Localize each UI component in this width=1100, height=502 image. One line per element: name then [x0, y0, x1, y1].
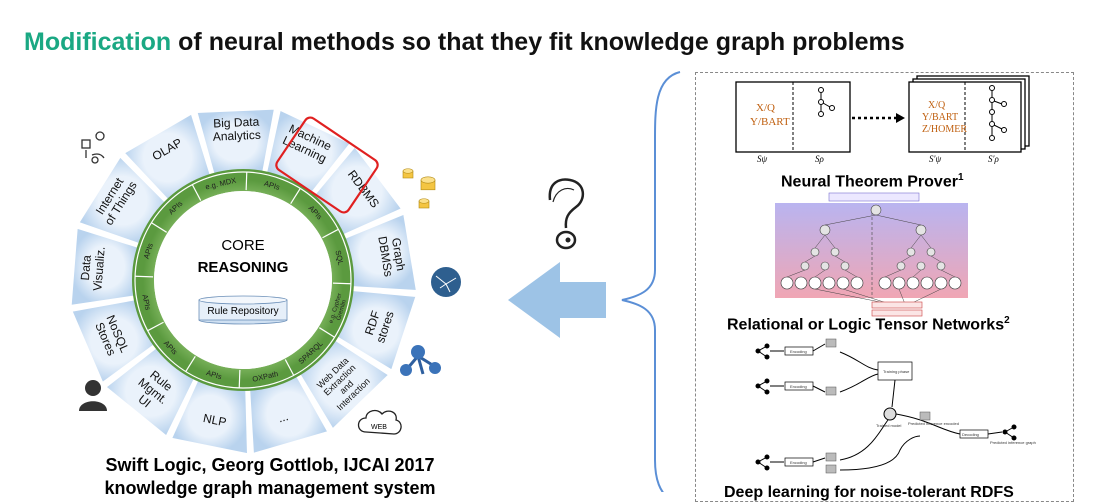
rltn-caption: Relational or Logic Tensor Networks2 — [727, 315, 1010, 334]
credit-line-1: Swift Logic, Georg Gottlob, IJCAI 2017 — [105, 455, 435, 475]
ntp-sub-label: S′ρ — [988, 154, 999, 164]
ntp-caption: Neural Theorem Prover1 — [781, 172, 964, 191]
rltn-caption-text: Relational or Logic Tensor Networks — [727, 316, 1005, 334]
ntp-box2-line: Y/BART — [922, 112, 959, 123]
wheel-segment-label: Big DataAnalytics — [212, 115, 261, 144]
core-label-2: REASONING — [198, 259, 289, 276]
wheel-segment-label: DataVisualiz. — [77, 245, 108, 291]
web-label: WEB — [371, 424, 387, 431]
iot-icon — [81, 131, 105, 164]
user-icon — [79, 380, 107, 411]
machine-learning-highlight — [275, 116, 379, 214]
ntp-sub-label: Sψ — [757, 154, 768, 164]
core-disc — [154, 191, 332, 369]
title-rest: of neural methods so that they fit knowl… — [171, 28, 905, 56]
ntp-box2-line: Z/HOMER — [922, 124, 967, 135]
title-highlight: Modification — [24, 28, 172, 56]
ring-api-label: SQL — [333, 249, 345, 266]
ring-api-label: APIs — [205, 368, 223, 381]
ntp-sub-label: Sρ — [815, 154, 824, 164]
wheel-segment-label: RDFstores — [361, 305, 397, 345]
rdf-network-icon — [400, 345, 441, 376]
wheel-segment-label: ... — [276, 409, 290, 425]
ring-api-label: APIs — [140, 294, 152, 312]
ntp-caption-text: Neural Theorem Prover — [781, 173, 958, 191]
ntp-box1-line: X/Q — [756, 102, 775, 114]
ring-api-label: APIs — [263, 179, 281, 192]
ntp-box2-line: X/Q — [928, 100, 946, 111]
api-ring — [132, 169, 354, 391]
slide-title: Modification of neural methods so that t… — [24, 28, 905, 57]
rltn-caption-sup: 2 — [1004, 315, 1010, 326]
web-cloud-icon: WEB — [357, 409, 402, 435]
ring-api-label: APIs — [142, 242, 155, 260]
wheel-segment-label: GraphDBMSs — [375, 233, 408, 278]
ntp-sub-label: S′ψ — [929, 154, 942, 164]
database-icon — [402, 168, 436, 209]
dl-caption: Deep learning for noise-tolerant RDFS — [724, 484, 1014, 501]
graph-globe-icon — [431, 267, 461, 297]
core-label-1: CORE — [221, 237, 264, 254]
credit-line-2: knowledge graph management system — [104, 478, 436, 498]
ntp-box1-line: Y/BART — [750, 116, 790, 128]
rule-repository-label: Rule Repository — [207, 306, 278, 317]
ntp-caption-sup: 1 — [957, 172, 964, 183]
methods-panel — [695, 72, 1074, 502]
wheel-segment-label: NLP — [202, 411, 228, 429]
